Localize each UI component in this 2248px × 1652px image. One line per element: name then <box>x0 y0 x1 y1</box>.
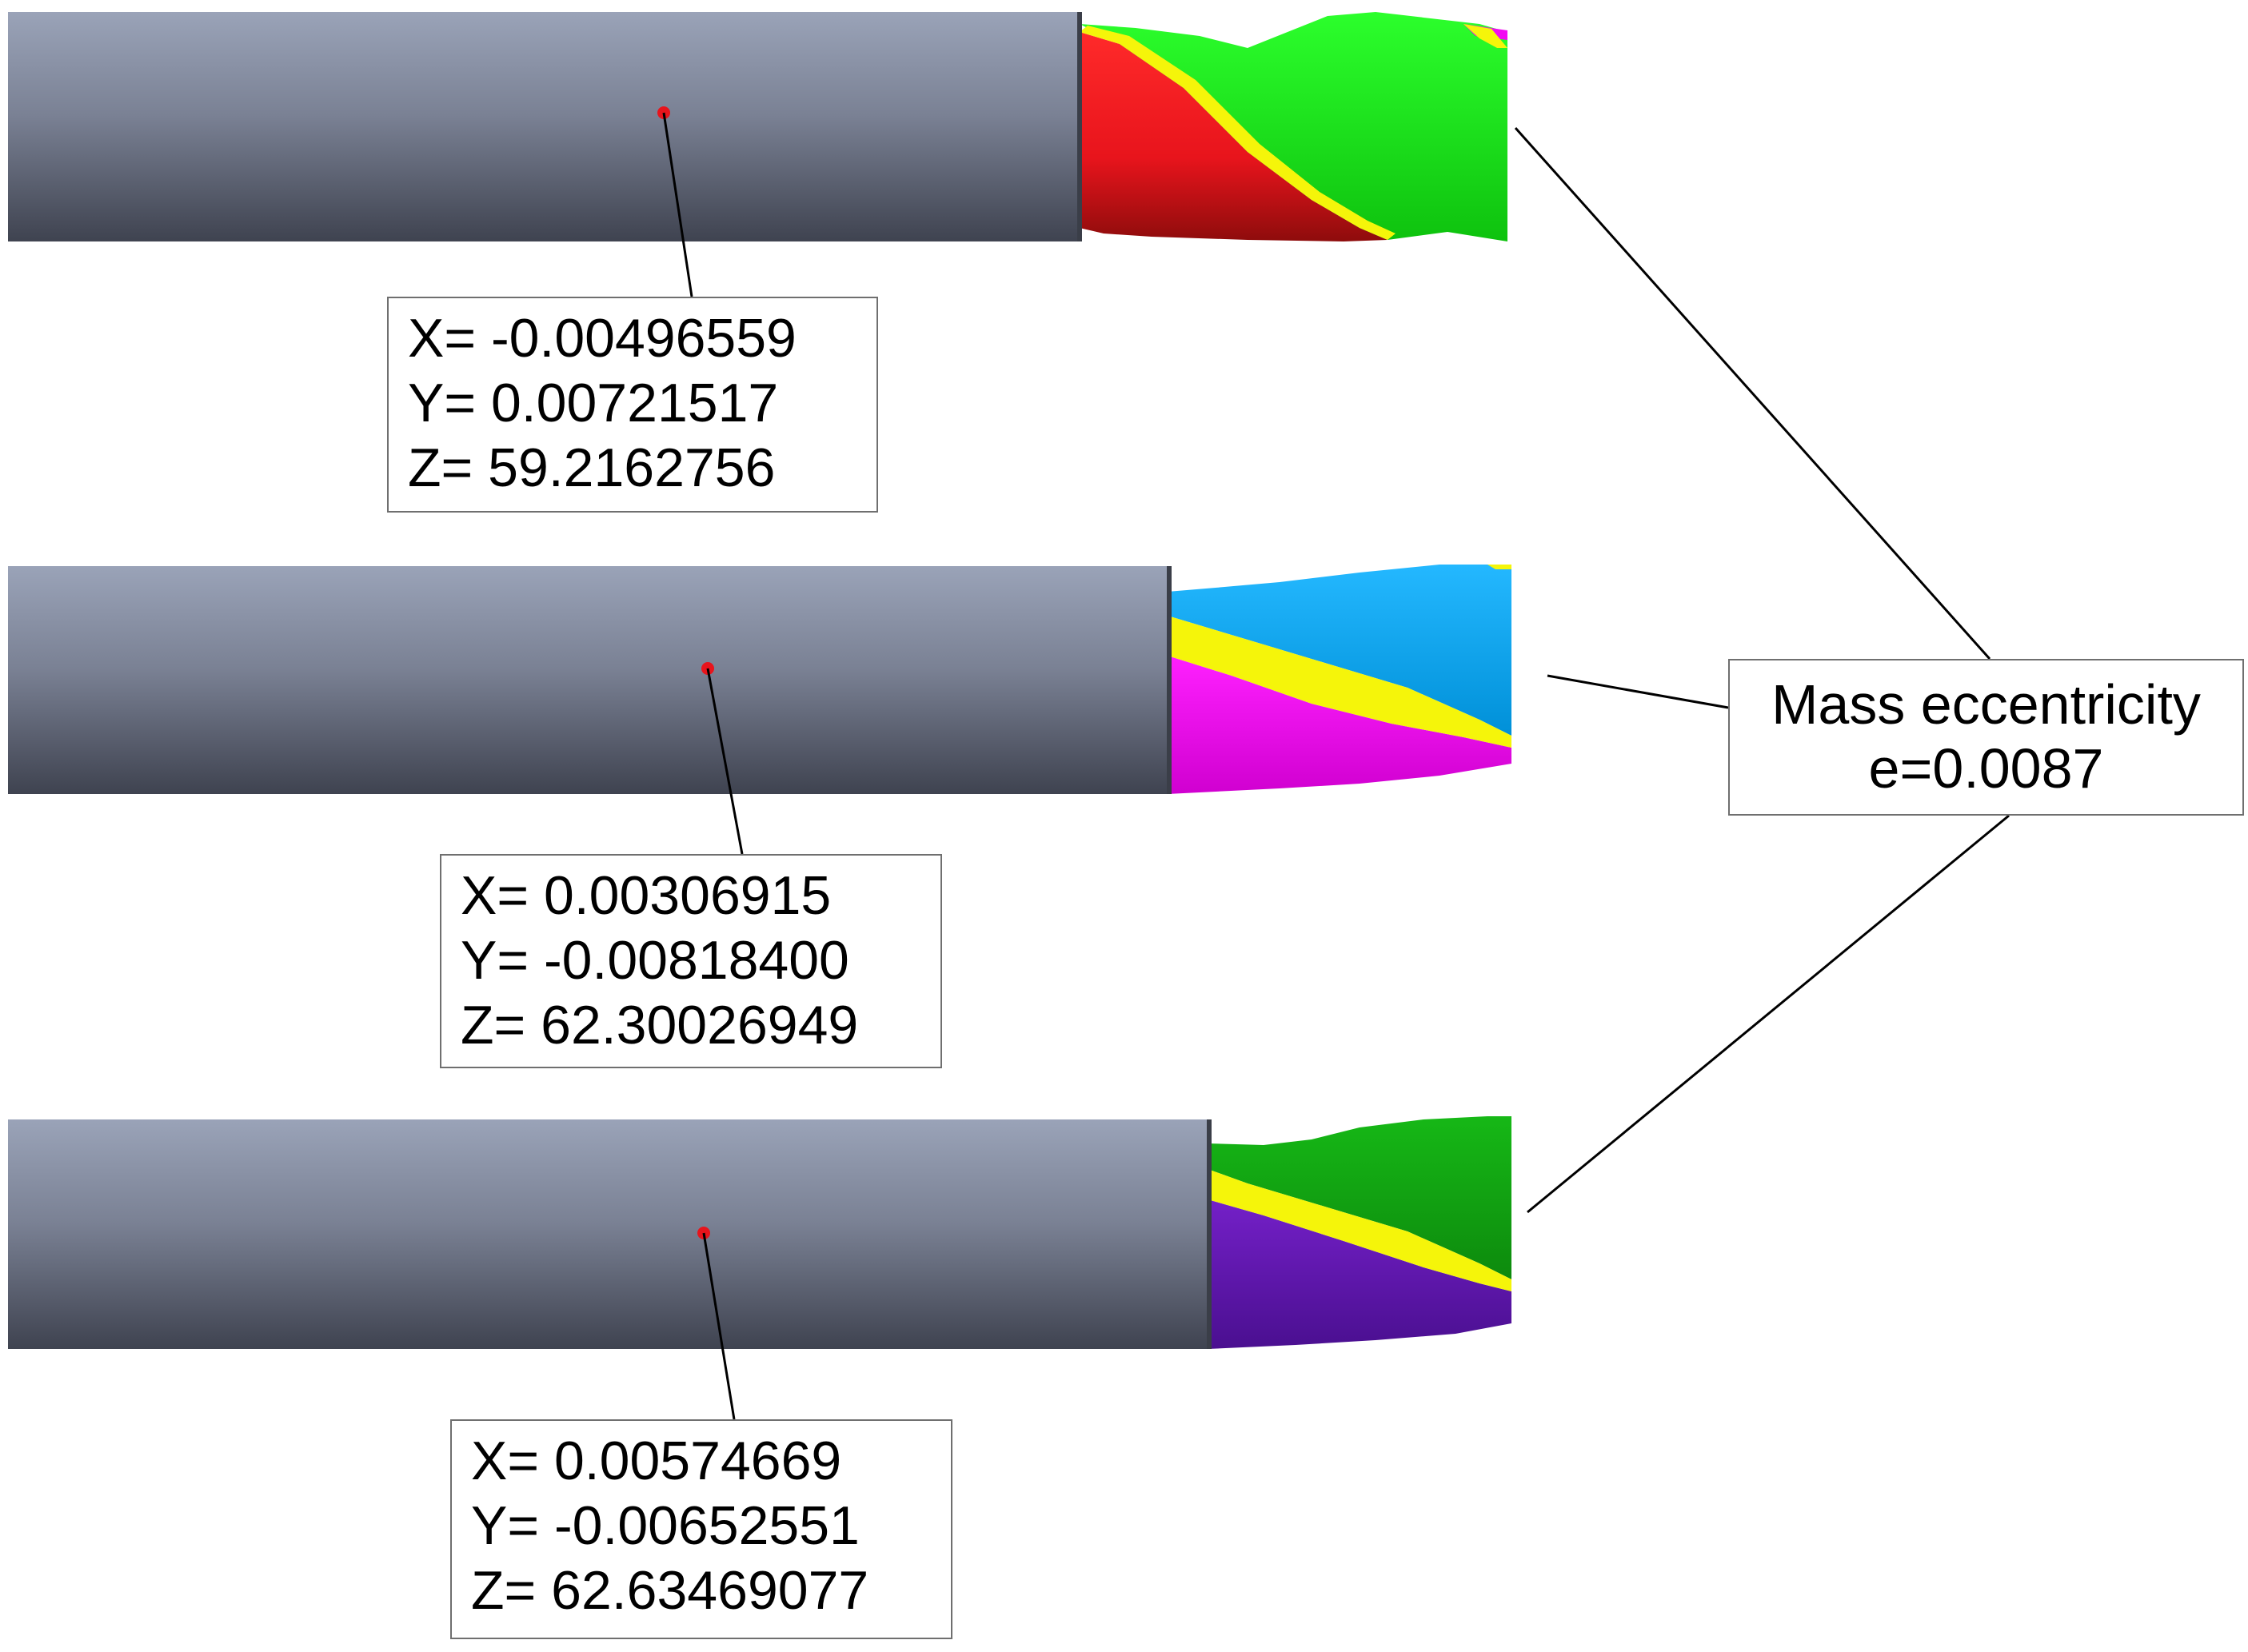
tool-3 <box>8 1116 1511 1420</box>
tool-3-shank <box>8 1119 1209 1349</box>
tool-3-purple-flute <box>1208 1199 1511 1349</box>
tool-1-yellow-edge-2 <box>1463 24 1507 48</box>
tool-2-shank-end <box>1167 566 1172 794</box>
tool-3-z-value: Z= 62.63469077 <box>471 1560 869 1621</box>
tool-3-y-value: Y= -0.00652551 <box>471 1495 860 1556</box>
tool-2-shank <box>8 566 1169 794</box>
mass-eccentricity-title: Mass eccentricity <box>1771 673 2201 736</box>
eccentricity-leader-line-2 <box>1547 674 1729 709</box>
tool-1-shank-end <box>1077 12 1082 241</box>
tool-3-yellow-edge <box>1208 1169 1511 1291</box>
tool-1-fluted-tip <box>1077 12 1507 241</box>
tool-3-center-of-mass-label: X= 0.00574669 Y= -0.00652551 Z= 62.63469… <box>450 1419 952 1639</box>
tool-3-x-value: X= 0.00574669 <box>471 1431 842 1491</box>
tool-2-yellow-edge-top <box>1487 565 1511 569</box>
tool-2-x-value: X= 0.00306915 <box>461 865 832 926</box>
tool-1 <box>8 12 1507 297</box>
tool-2-leader-line <box>706 668 744 855</box>
tool-1-shank <box>8 12 1080 241</box>
tool-1-red-flute <box>1080 32 1388 241</box>
tool-2-yellow-edge <box>1168 616 1511 748</box>
tool-2-magenta-flute <box>1168 656 1511 794</box>
mass-eccentricity-value: e=0.0087 <box>1868 737 2104 800</box>
mass-eccentricity-label: Mass eccentricity e=0.0087 <box>1728 659 2244 816</box>
tool-2-fluted-tip <box>1167 565 1511 794</box>
tool-1-leader-line <box>662 112 693 297</box>
tool-1-y-value: Y= 0.00721517 <box>408 373 779 433</box>
tool-2-blue-flute <box>1168 565 1511 736</box>
tool-1-center-of-mass-label: X= -0.00496559 Y= 0.00721517 Z= 59.21627… <box>387 297 878 513</box>
tool-3-leader-line <box>702 1232 736 1420</box>
eccentricity-leader-line-1 <box>1514 127 1991 660</box>
tool-3-fluted-tip <box>1207 1116 1511 1349</box>
tool-1-x-value: X= -0.00496559 <box>408 308 797 369</box>
tool-2 <box>8 565 1511 855</box>
tool-1-yellow-edge-1 <box>1080 26 1396 240</box>
tool-3-green-flute <box>1208 1116 1511 1279</box>
tool-2-y-value: Y= -0.00818400 <box>461 930 849 991</box>
tool-1-z-value: Z= 59.2162756 <box>408 437 776 498</box>
tool-3-shank-end <box>1207 1119 1212 1349</box>
tool-2-center-of-mass-label: X= 0.00306915 Y= -0.00818400 Z= 62.30026… <box>440 854 942 1068</box>
tool-2-z-value: Z= 62.30026949 <box>461 995 859 1055</box>
eccentricity-leader-line-3 <box>1527 814 2010 1214</box>
tool-1-green-flute <box>1080 12 1507 241</box>
